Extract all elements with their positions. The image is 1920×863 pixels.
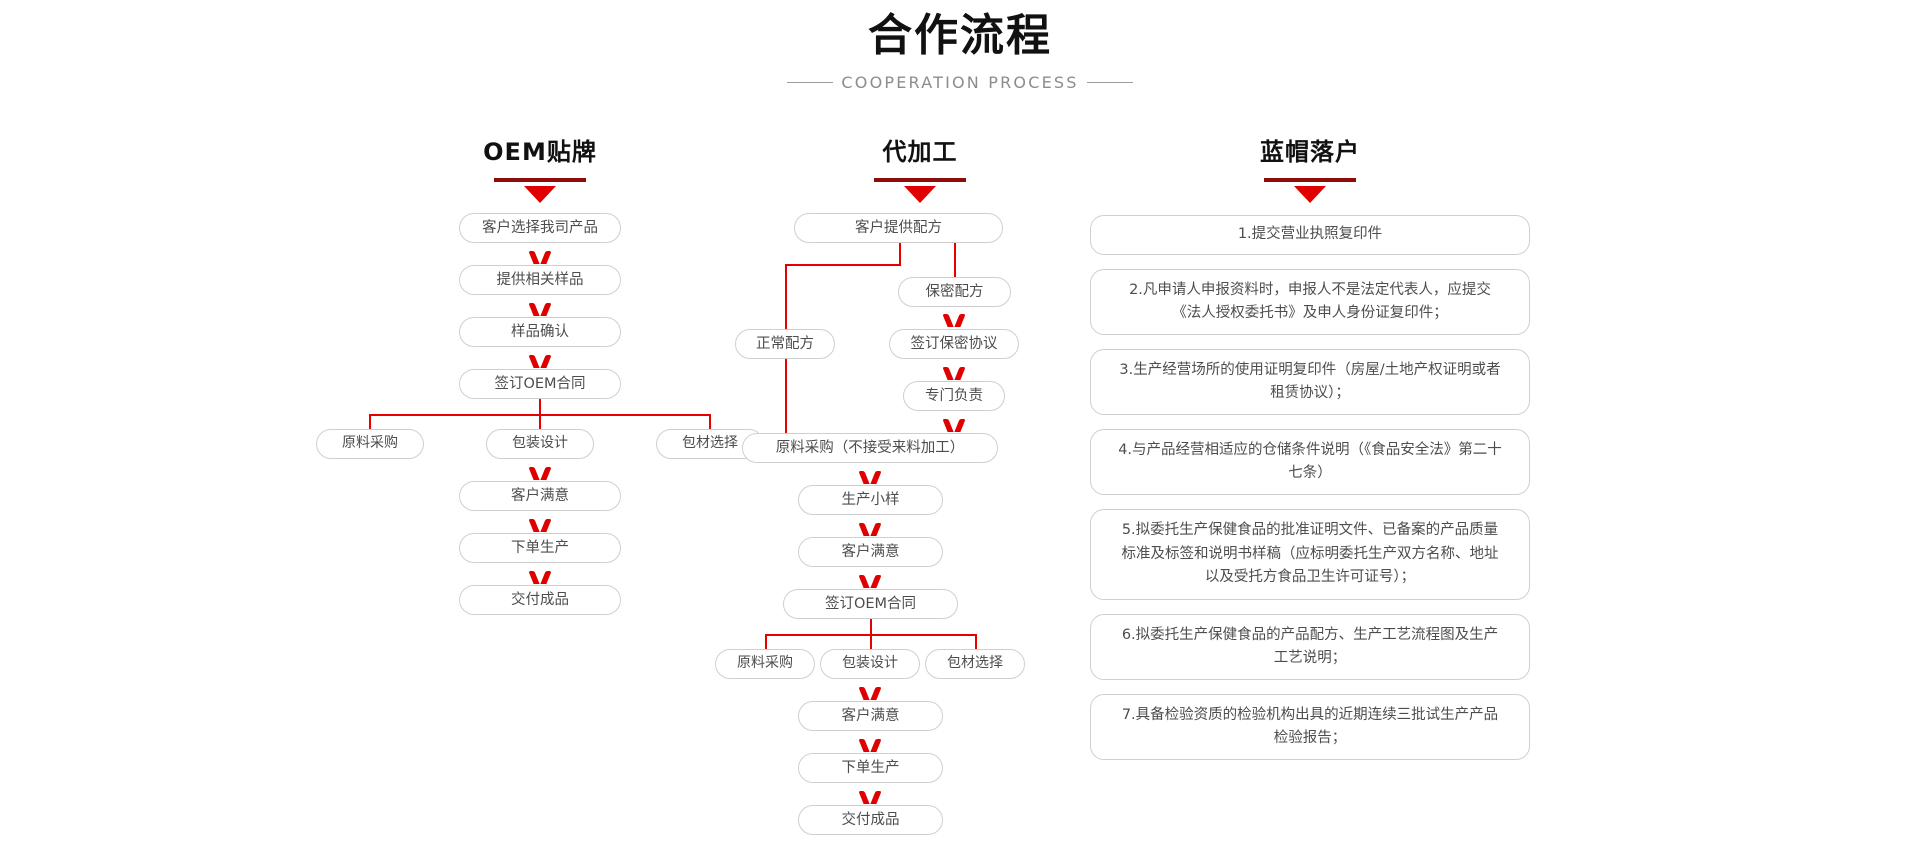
list-item[interactable]: 6.拟委托生产保健食品的产品配方、生产工艺流程图及生产工艺说明； (1090, 614, 1530, 680)
chevron-down-icon (860, 791, 880, 804)
chevron-down-icon (860, 471, 880, 484)
chevron-down-icon (530, 467, 550, 480)
flow-node[interactable]: 原料采购 (715, 649, 815, 679)
connector-line (539, 399, 541, 415)
column-processing-underline (874, 178, 966, 182)
flow-node[interactable]: 交付成品 (459, 585, 621, 615)
column-processing-flow: 客户提供配方 保密配方 签订保密协议 专门负责 正常配方 原料采购（不接受来料加… (715, 213, 1085, 835)
caret-down-icon (524, 186, 556, 203)
column-processing-title: 代加工 (882, 138, 958, 166)
column-bluehat-header: 蓝帽落户 (1090, 140, 1530, 203)
caret-down-icon (904, 186, 936, 203)
flow-node[interactable]: 包材选择 (925, 649, 1025, 679)
flow-node[interactable]: 客户提供配方 (794, 213, 1003, 243)
flow-node[interactable]: 原料采购（不接受来料加工） (742, 433, 998, 463)
connector-line (709, 414, 711, 429)
flow-node[interactable]: 签订保密协议 (889, 329, 1019, 359)
connector-line (539, 414, 541, 429)
connector-line (975, 634, 977, 649)
chevron-down-icon (530, 571, 550, 584)
chevron-down-icon (944, 419, 964, 432)
chevron-down-icon (530, 519, 550, 532)
flow-node[interactable]: 样品确认 (459, 317, 621, 347)
flow-node[interactable]: 生产小样 (798, 485, 943, 515)
column-oem: OEM贴牌 客户选择我司产品 提供相关样品 样品确认 签订OEM合同 原料采购 … (316, 140, 764, 633)
flow-node[interactable]: 客户满意 (798, 701, 943, 731)
connector-line (870, 619, 872, 635)
chevron-down-icon (860, 739, 880, 752)
flow-node[interactable]: 提供相关样品 (459, 265, 621, 295)
flow-node[interactable]: 下单生产 (459, 533, 621, 563)
connector-line (369, 414, 371, 429)
chevron-down-icon (530, 303, 550, 316)
page-title: 合作流程 (868, 10, 1052, 61)
list-item[interactable]: 2.凡申请人申报资料时，申报人不是法定代表人，应提交《法人授权委托书》及申人身份… (1090, 269, 1530, 335)
chevron-down-icon (944, 314, 964, 327)
page-subtitle: COOPERATION PROCESS (841, 73, 1079, 92)
connector-line (899, 243, 901, 265)
column-oem-flow: 客户选择我司产品 提供相关样品 样品确认 签订OEM合同 原料采购 包装设计 包… (316, 213, 764, 633)
flow-node[interactable]: 保密配方 (898, 277, 1011, 307)
column-bluehat-list: 1.提交营业执照复印件 2.凡申请人申报资料时，申报人不是法定代表人，应提交《法… (1090, 215, 1530, 760)
flow-node[interactable]: 包装设计 (820, 649, 920, 679)
subtitle-rule-left (787, 82, 834, 83)
flow-node[interactable]: 原料采购 (316, 429, 424, 459)
column-bluehat-underline (1264, 178, 1356, 182)
chevron-down-icon (860, 523, 880, 536)
list-item[interactable]: 5.拟委托生产保健食品的批准证明文件、已备案的产品质量标准及标签和说明书样稿（应… (1090, 509, 1530, 600)
flow-node[interactable]: 交付成品 (798, 805, 943, 835)
column-bluehat: 蓝帽落户 1.提交营业执照复印件 2.凡申请人申报资料时，申报人不是法定代表人，… (1090, 140, 1530, 774)
flow-node[interactable]: 客户满意 (798, 537, 943, 567)
connector-line (785, 264, 901, 266)
flow-node[interactable]: 客户满意 (459, 481, 621, 511)
column-oem-underline (494, 178, 586, 182)
connector-line (954, 243, 956, 277)
list-item[interactable]: 3.生产经营场所的使用证明复印件（房屋/土地产权证明或者租赁协议）； (1090, 349, 1530, 415)
list-item[interactable]: 4.与产品经营相适应的仓储条件说明（《食品安全法》第二十七条） (1090, 429, 1530, 495)
subtitle-row: COOPERATION PROCESS (0, 73, 1920, 92)
connector-line (870, 634, 872, 649)
process-columns: OEM贴牌 客户选择我司产品 提供相关样品 样品确认 签订OEM合同 原料采购 … (0, 140, 1920, 860)
connector-line (765, 634, 767, 649)
flow-node[interactable]: 下单生产 (798, 753, 943, 783)
column-oem-title: OEM贴牌 (483, 138, 597, 166)
page-header: 合作流程 COOPERATION PROCESS (0, 8, 1920, 92)
flow-node[interactable]: 专门负责 (903, 381, 1005, 411)
flow-node[interactable]: 包装设计 (486, 429, 594, 459)
caret-down-icon (1294, 186, 1326, 203)
chevron-down-icon (944, 367, 964, 380)
subtitle-rule-right (1086, 82, 1133, 83)
flow-node[interactable]: 签订OEM合同 (459, 369, 621, 399)
flow-node[interactable]: 客户选择我司产品 (459, 213, 621, 243)
chevron-down-icon (530, 251, 550, 264)
chevron-down-icon (530, 355, 550, 368)
column-oem-header: OEM贴牌 (330, 140, 750, 203)
column-processing-header: 代加工 (755, 140, 1085, 203)
list-item[interactable]: 7.具备检验资质的检验机构出具的近期连续三批试生产产品检验报告； (1090, 694, 1530, 760)
column-bluehat-title: 蓝帽落户 (1260, 138, 1360, 166)
chevron-down-icon (860, 687, 880, 700)
flow-node[interactable]: 正常配方 (735, 329, 835, 359)
chevron-down-icon (860, 575, 880, 588)
column-processing: 代加工 客户提供配方 保密配方 签订保密协议 专门负责 正常配方 原料采 (715, 140, 1085, 835)
flow-node[interactable]: 签订OEM合同 (783, 589, 958, 619)
list-item[interactable]: 1.提交营业执照复印件 (1090, 215, 1530, 255)
